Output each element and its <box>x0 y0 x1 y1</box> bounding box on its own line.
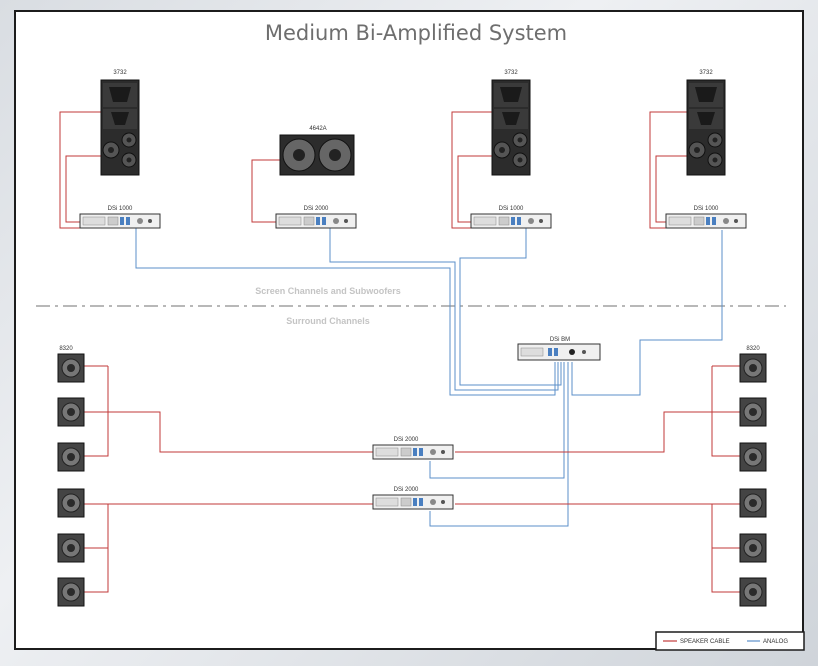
screen-left-speaker-icon <box>100 79 140 176</box>
processor-icon <box>517 343 601 361</box>
speaker-label-screen-center: 3732 <box>504 70 518 76</box>
amp-label-sub: DSi 2000 <box>304 206 329 212</box>
amp-sub-icon <box>275 213 357 229</box>
surround-left-speaker-icon <box>57 442 85 472</box>
speaker-label-screen-left: 3732 <box>113 70 127 76</box>
legend-analog: ANALOG <box>763 639 788 645</box>
surround-amp-1-label: DSi 2000 <box>394 437 419 443</box>
surround-right-speaker-icon <box>739 442 767 472</box>
subwoofer-icon <box>279 134 355 176</box>
surround-amp-2-icon <box>372 494 454 510</box>
surround-left-label: 8320 <box>59 346 73 352</box>
surround-right-speaker-icon <box>739 488 767 518</box>
amp-label-center: DSi 1000 <box>499 206 524 212</box>
amp-center-icon <box>470 213 552 229</box>
analog-cable-group <box>135 228 723 527</box>
speaker-label-screen-right: 3732 <box>699 70 713 76</box>
speaker-label-subwoofer: 4642A <box>309 126 326 132</box>
surround-left-speaker-icon <box>57 353 85 383</box>
zone-label-upper: Screen Channels and Subwoofers <box>255 286 401 296</box>
screen-center-speaker-icon <box>491 79 531 176</box>
surround-right-speaker-icon <box>739 397 767 427</box>
surround-amp-1-icon <box>372 444 454 460</box>
page-title: Medium Bi-Amplified System <box>265 21 567 45</box>
surround-amp-2-label: DSi 2000 <box>394 487 419 493</box>
surround-left-speaker-icon <box>57 533 85 563</box>
amp-label-right: DSi 1000 <box>694 206 719 212</box>
zone-label-lower: Surround Channels <box>286 316 370 326</box>
diagram-frame <box>14 10 804 650</box>
processor-label: DSi BM <box>550 337 570 343</box>
surround-left-speaker-icon <box>57 488 85 518</box>
surround-right-speaker-icon <box>739 577 767 607</box>
surround-right-speaker-icon <box>739 533 767 563</box>
surround-right-speaker-icon <box>739 353 767 383</box>
amp-right-icon <box>665 213 747 229</box>
amp-left-icon <box>79 213 161 229</box>
legend-speaker-cable: SPEAKER CABLE <box>680 639 730 645</box>
surround-left-speaker-icon <box>57 397 85 427</box>
speaker-cable-group <box>59 111 740 593</box>
surround-right-label: 8320 <box>746 346 760 352</box>
legend: SPEAKER CABLE ANALOG <box>655 631 805 651</box>
amp-label-left: DSi 1000 <box>108 206 133 212</box>
surround-left-speaker-icon <box>57 577 85 607</box>
screen-right-speaker-icon <box>686 79 726 176</box>
